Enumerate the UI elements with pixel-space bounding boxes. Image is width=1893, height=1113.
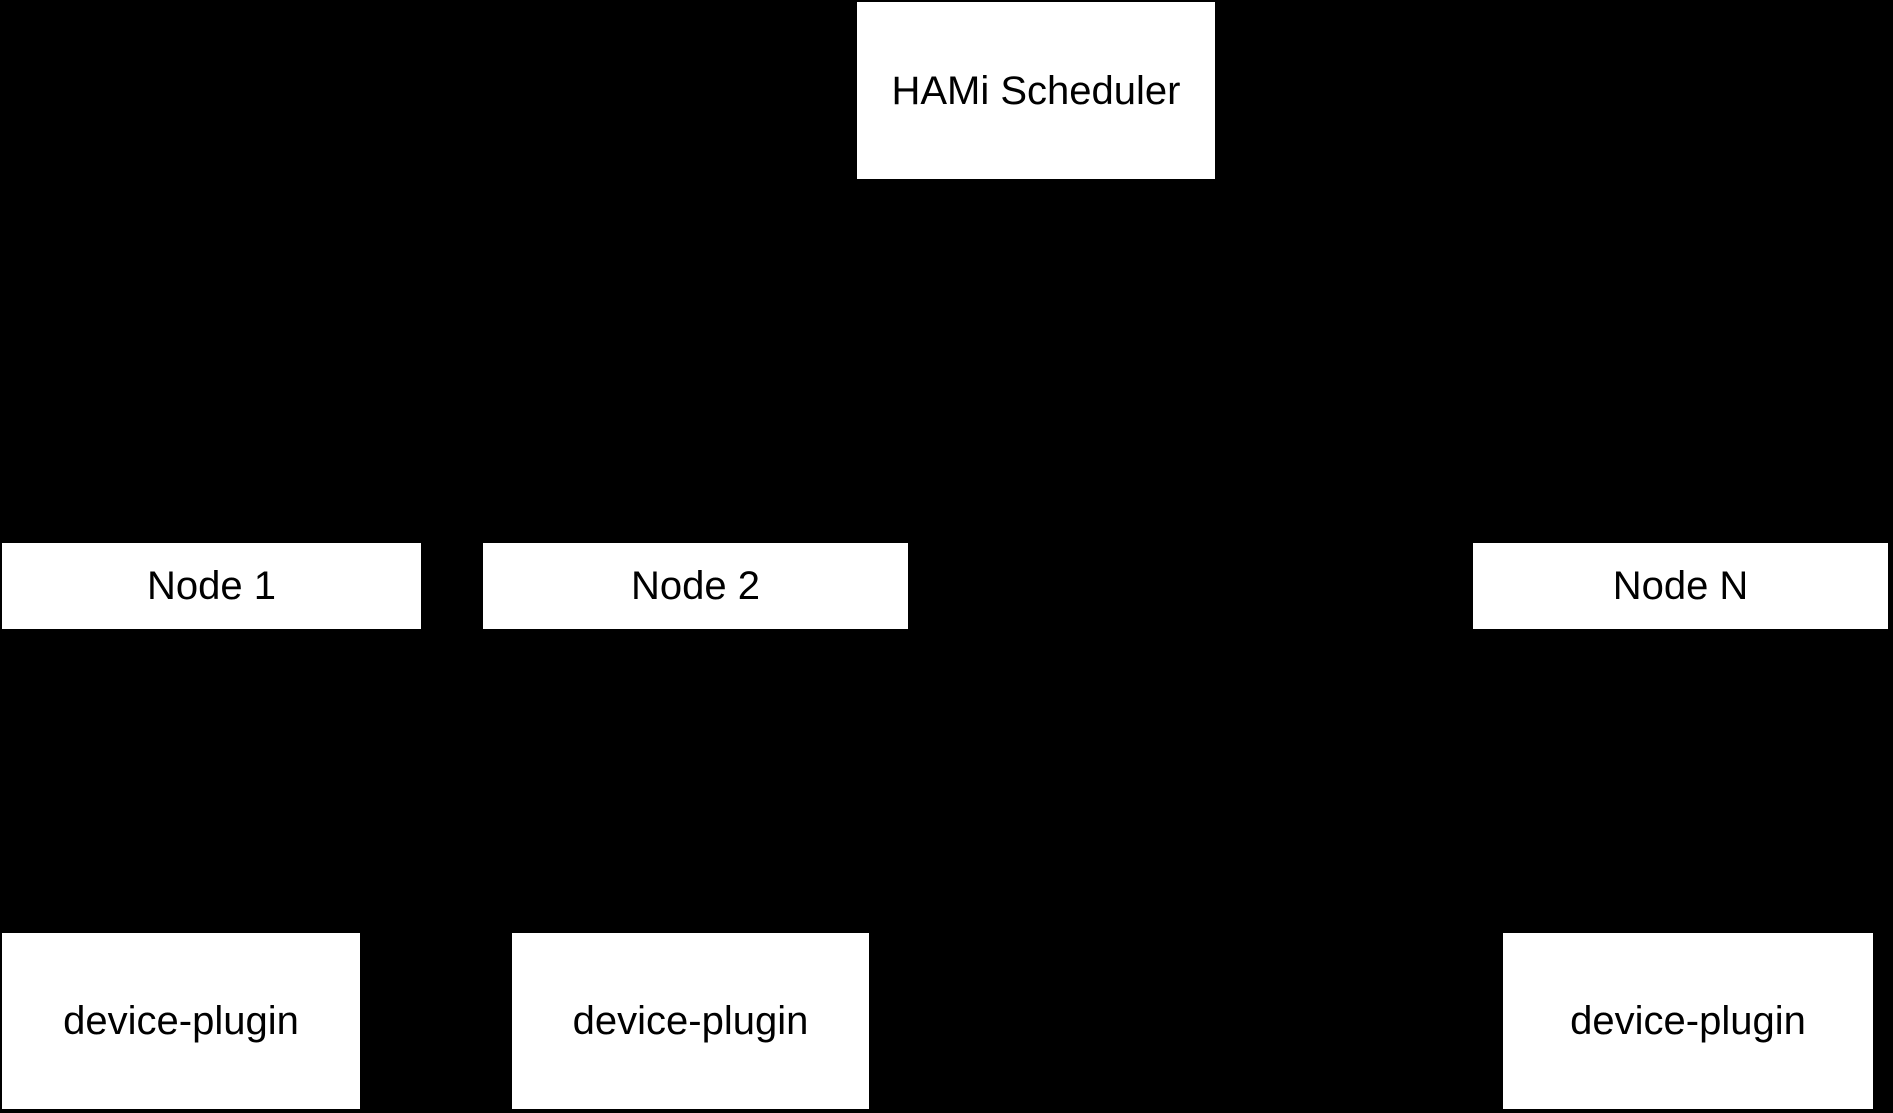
hami-scheduler-box: HAMi Scheduler <box>857 2 1215 179</box>
node-2-label: Node 2 <box>631 564 760 608</box>
device-plugin-box-node-n: device-plugin <box>1503 933 1873 1109</box>
node-n-box: Node N <box>1473 543 1888 629</box>
device-plugin-label-node-n: device-plugin <box>1570 999 1806 1043</box>
device-plugin-box-node-2: device-plugin <box>512 933 869 1109</box>
device-plugin-box-node-1: device-plugin <box>2 933 360 1109</box>
node-n-label: Node N <box>1612 564 1749 608</box>
device-plugin-label-node-1: device-plugin <box>63 999 299 1043</box>
device-plugin-label-node-2: device-plugin <box>572 999 809 1043</box>
node-1-label: Node 1 <box>147 564 276 608</box>
hami-scheduler-label: HAMi Scheduler <box>891 68 1181 113</box>
node-2-box: Node 2 <box>483 543 908 629</box>
node-1-box: Node 1 <box>2 543 421 629</box>
